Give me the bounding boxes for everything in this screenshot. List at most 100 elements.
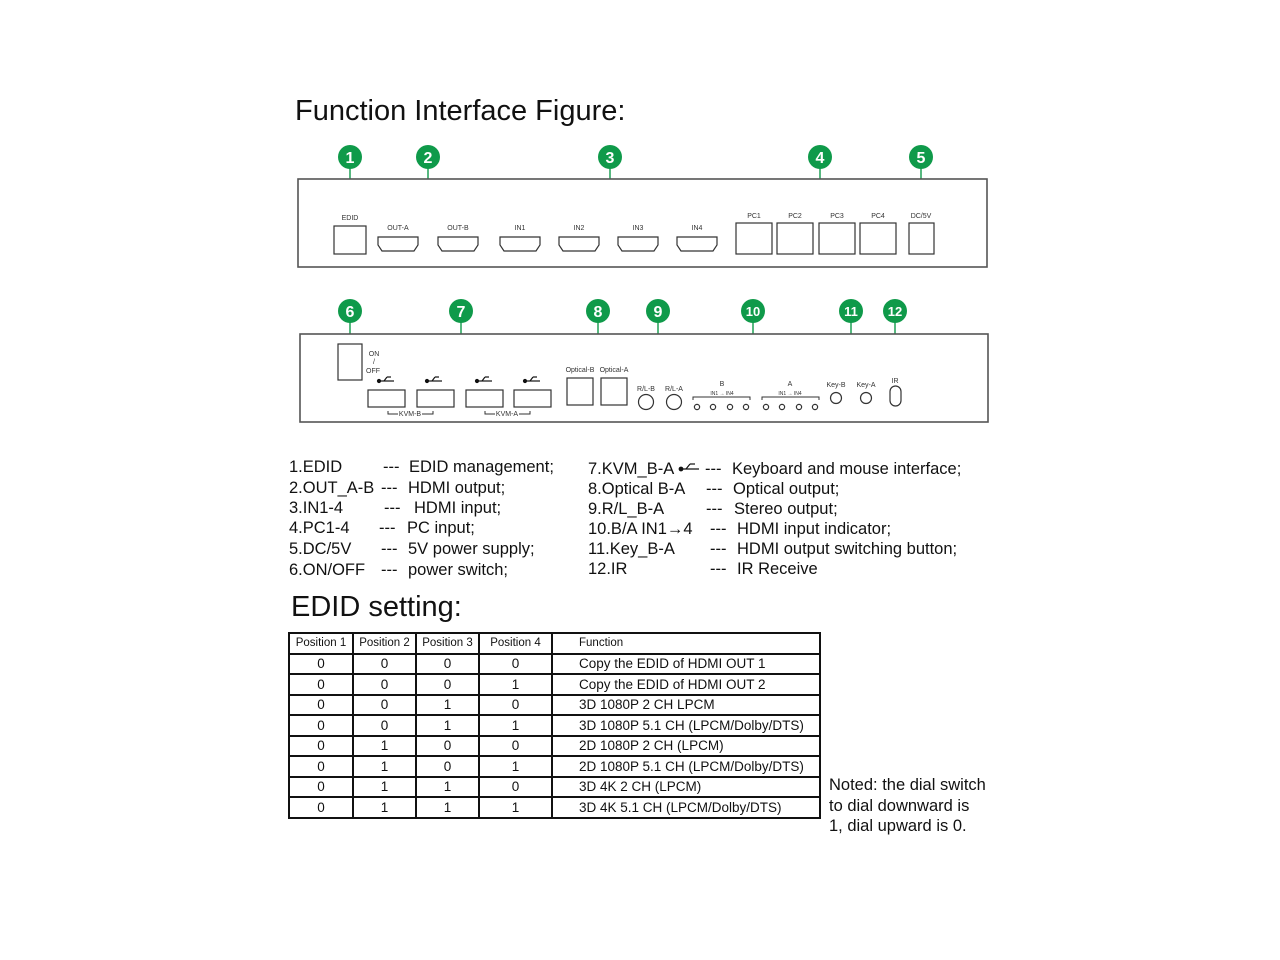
callout-1-badge — [338, 145, 362, 169]
legend-row: 11.Key_B-A --- HDMI output switching but… — [588, 539, 988, 559]
table-cell: 3D 1080P 5.1 CH (LPCM/Dolby/DTS) — [551, 714, 821, 737]
edid-section-title: EDID setting: — [291, 591, 462, 623]
callout-5: 5 — [917, 150, 926, 167]
usb-icons — [376, 376, 540, 384]
legend-separator: --- — [381, 561, 398, 579]
led-a-in3 — [795, 403, 803, 411]
table-cell: 0 — [415, 734, 480, 757]
table-cell: 0 — [288, 714, 354, 737]
table-cell: 1 — [352, 775, 417, 798]
legend-row: 9.R/L_B-A --- Stereo output; — [588, 499, 988, 519]
legend-item: 1.EDID — [289, 458, 343, 476]
column-header: Function — [551, 632, 821, 655]
table-row: 0 0 1 1 3D 1080P 5.1 CH (LPCM/Dolby/DTS) — [288, 714, 821, 737]
table-cell: 0 — [478, 652, 553, 675]
kvm-b-bracket-left — [387, 411, 398, 415]
ir-receiver — [889, 385, 902, 407]
kvm-a-bracket-left — [484, 411, 495, 415]
callout-2: 2 — [424, 150, 433, 167]
rl-b-jack — [637, 393, 655, 411]
on-label: ON — [369, 351, 380, 358]
table-cell: 3D 1080P 2 CH LPCM — [551, 693, 821, 716]
legend-item: 11.Key_B-A — [588, 540, 675, 558]
table-cell: 0 — [288, 673, 354, 696]
legend-row: 1.EDID --- EDID management; — [289, 457, 579, 477]
rl-a-label: R/L-A — [665, 386, 683, 393]
edid-table: Position 1 Position 2 Position 3 Positio… — [288, 632, 821, 819]
a-in1-in4-label: IN1 → IN4 — [778, 391, 802, 397]
legend-separator: --- — [710, 540, 727, 558]
dial-switch-note: Noted: the dial switch to dial downward … — [829, 775, 986, 837]
legend-separator: --- — [706, 500, 723, 518]
table-cell: 0 — [288, 693, 354, 716]
bottom-panel-labels: ON / OFF KVM-B KVM-A Optical-B Optical-A… — [366, 351, 899, 418]
hdmi-out-a-port — [377, 236, 419, 252]
column-header: Position 1 — [288, 632, 354, 655]
in4-label: IN4 — [692, 225, 703, 232]
table-cell: 0 — [478, 775, 553, 798]
table-cell: 0 — [415, 755, 480, 778]
legend-row: 5.DC/5V --- 5V power supply; — [289, 539, 579, 559]
table-cell: 1 — [415, 714, 480, 737]
led-a-in1 — [762, 403, 770, 411]
hdmi-in3-port — [617, 236, 659, 252]
ir-label: IR — [892, 378, 899, 385]
table-row: 0 0 1 0 3D 1080P 2 CH LPCM — [288, 693, 821, 716]
table-cell: 0 — [478, 734, 553, 757]
b-in1-in4-label: IN1 → IN4 — [710, 391, 734, 397]
legend-item: 4.PC1-4 — [289, 519, 350, 537]
legend-item: 12.IR — [588, 560, 628, 578]
usb-icon — [678, 463, 699, 472]
in1-label: IN1 — [515, 225, 526, 232]
page-title: Function Interface Figure: — [295, 95, 626, 127]
legend-desc: HDMI output; — [408, 479, 506, 497]
usb-port-kvm-a-2 — [513, 389, 552, 408]
table-cell: 0 — [352, 652, 417, 675]
legend-desc: HDMI input indicator; — [737, 520, 892, 538]
legend-row: 2.OUT_A-B --- HDMI output; — [289, 478, 579, 498]
table-row: 0 1 0 0 2D 1080P 2 CH (LPCM) — [288, 734, 821, 757]
table-cell: 0 — [288, 652, 354, 675]
callout-3-badge — [598, 145, 622, 169]
legend-item: 5.DC/5V — [289, 540, 352, 558]
key-b-button — [829, 391, 843, 405]
led-b-in1 — [693, 403, 701, 411]
pc3-label: PC3 — [830, 213, 844, 220]
led-b-bracket — [692, 396, 751, 400]
pc3-port — [818, 222, 856, 255]
table-cell: Copy the EDID of HDMI OUT 2 — [551, 673, 821, 696]
table-cell: 1 — [352, 734, 417, 757]
legend-item: 8.Optical B-A — [588, 480, 686, 498]
led-b-in2 — [709, 403, 717, 411]
legend-desc: IR Receive — [737, 560, 818, 578]
table-cell: 0 — [478, 693, 553, 716]
slash-label: / — [373, 359, 375, 366]
indicator-b-label: B — [720, 381, 725, 388]
legend-desc: power switch; — [408, 561, 508, 579]
table-row: 0 1 1 0 3D 4K 2 CH (LPCM) — [288, 775, 821, 798]
table-cell: 0 — [288, 796, 354, 819]
table-cell: 1 — [478, 796, 553, 819]
power-switch — [337, 343, 363, 381]
legend-desc: HDMI output switching button; — [737, 540, 958, 558]
legend-separator: --- — [710, 560, 727, 578]
optical-a-label: Optical-A — [600, 367, 629, 374]
rl-b-label: R/L-B — [637, 386, 655, 393]
out-b-label: OUT-B — [447, 225, 469, 232]
table-header-row: Position 1 Position 2 Position 3 Positio… — [288, 632, 821, 655]
note-line: to dial downward is — [829, 796, 970, 815]
key-a-button — [859, 391, 873, 405]
usb-icon — [522, 376, 540, 384]
legend-row: 8.Optical B-A --- Optical output; — [588, 479, 988, 499]
legend-desc: PC input; — [407, 519, 475, 537]
pc4-label: PC4 — [871, 213, 885, 220]
table-cell: 0 — [288, 775, 354, 798]
pc1-port — [735, 222, 773, 255]
pc1-label: PC1 — [747, 213, 761, 220]
legend-row: 7.KVM_B-A --- Keyboard and mouse interfa… — [588, 459, 988, 479]
out-a-label: OUT-A — [387, 225, 409, 232]
callout-6-badge — [338, 299, 362, 323]
legend-desc: HDMI input; — [414, 499, 502, 517]
table-cell: Copy the EDID of HDMI OUT 1 — [551, 652, 821, 675]
edid-switch-port — [333, 225, 367, 255]
